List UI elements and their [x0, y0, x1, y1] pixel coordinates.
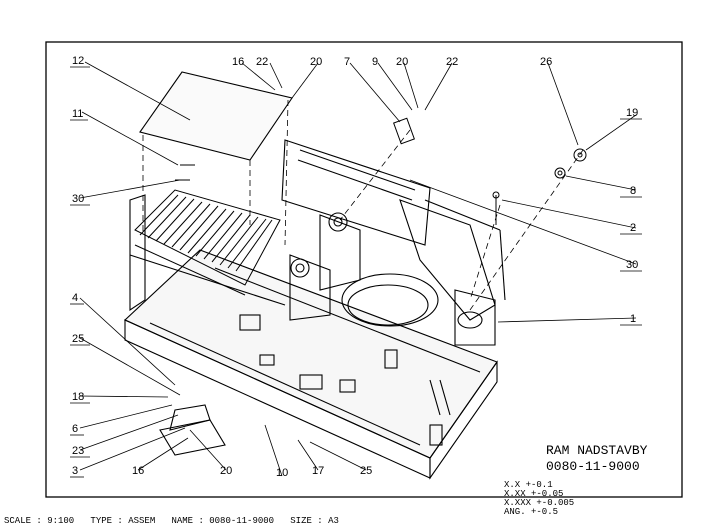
callout-3: 3 — [72, 465, 78, 477]
drawing-number: 0080-11-9000 — [546, 459, 640, 474]
footer-scale: SCALE : 9:100 — [4, 516, 75, 526]
callout-18: 18 — [72, 391, 84, 403]
tolerance-3: X.XXX +-0.005 — [504, 498, 574, 508]
callout-7: 7 — [344, 56, 350, 68]
callout-16-bottom: 16 — [132, 465, 144, 477]
footer-name: NAME : 0080-11-9000 — [171, 516, 275, 526]
tolerance-1: X.X +-0.1 — [504, 480, 553, 490]
footer-info: SCALE : 9:100 TYPE : ASSEM NAME : 0080-1… — [4, 516, 339, 526]
callout-8: 8 — [630, 185, 636, 197]
callout-9: 9 — [372, 56, 378, 68]
callout-2: 2 — [630, 222, 636, 234]
callout-22-mid: 22 — [446, 56, 458, 68]
callout-4: 4 — [72, 292, 78, 304]
callout-30-right: 30 — [626, 259, 638, 271]
tolerance-2: X.XX +-0.05 — [504, 489, 563, 499]
small-parts — [175, 117, 587, 225]
grating-panel — [134, 189, 281, 296]
callout-16-top: 16 — [232, 56, 244, 68]
callout-26: 26 — [540, 56, 552, 68]
callout-25-bottom: 25 — [360, 465, 372, 477]
callout-22-top: 22 — [256, 56, 268, 68]
callout-20-top: 20 — [310, 56, 322, 68]
drawing-title: RAM NADSTAVBY — [546, 443, 648, 458]
footer-size: SIZE : A3 — [290, 516, 339, 526]
callout-underlines — [70, 66, 642, 478]
callout-12: 12 — [72, 55, 84, 67]
callout-23: 23 — [72, 445, 84, 457]
assembly-lines — [142, 99, 584, 311]
callout-11: 11 — [72, 108, 83, 120]
callout-6: 6 — [72, 423, 78, 435]
callout-20-mid: 20 — [396, 56, 408, 68]
drawing-border — [45, 41, 683, 498]
tolerance-4: ANG. +-0.5 — [504, 507, 558, 517]
frame-body — [124, 139, 506, 480]
callout-20-bottom: 20 — [220, 465, 232, 477]
footer-type: TYPE : ASSEM — [90, 516, 156, 526]
callout-10: 10 — [276, 467, 288, 479]
callout-25-left: 25 — [72, 333, 84, 345]
callout-19: 19 — [626, 107, 638, 119]
leader-lines — [79, 61, 637, 477]
callout-17: 17 — [312, 465, 324, 477]
callout-1: 1 — [630, 313, 636, 325]
callout-30-left: 30 — [72, 193, 84, 205]
